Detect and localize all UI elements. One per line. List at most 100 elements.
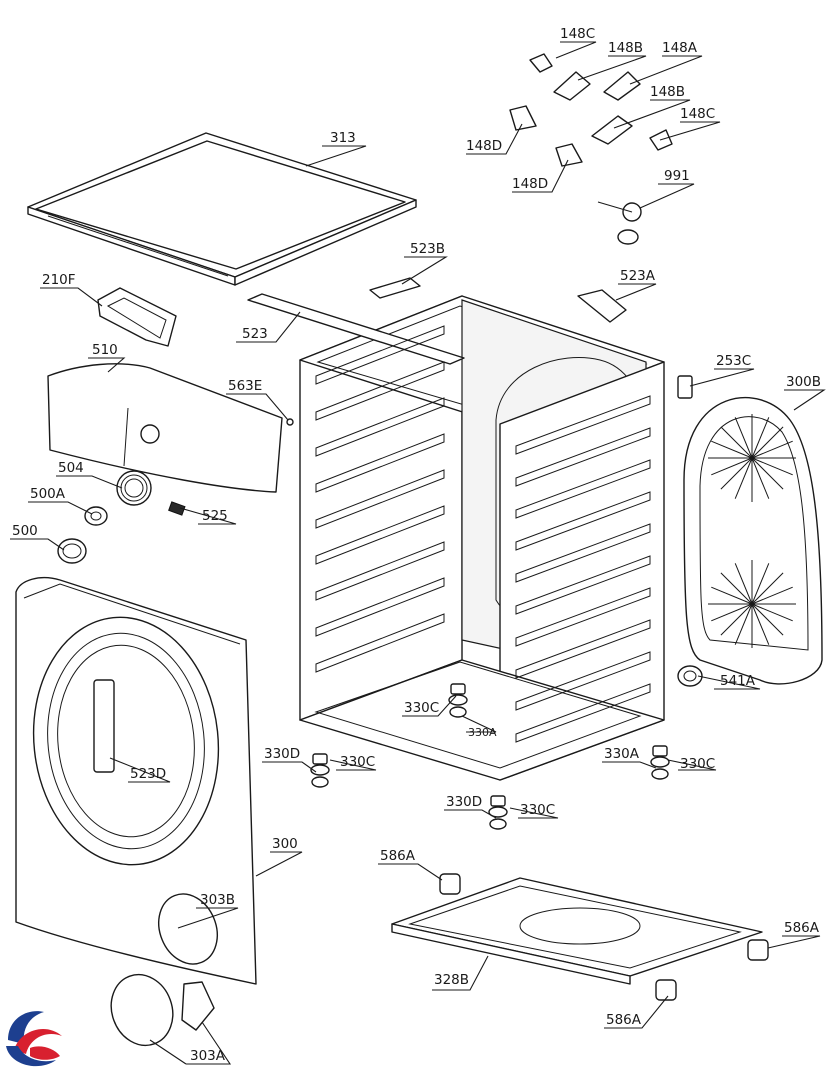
rib-line: [515, 619, 651, 679]
spoke-line: [711, 603, 753, 622]
spoke-line: [751, 417, 770, 459]
rib-line: [515, 555, 651, 615]
label-523B: 523B: [410, 241, 445, 257]
rib-line: [315, 613, 445, 673]
label-300: 300: [272, 836, 298, 852]
rib-line: [315, 541, 445, 601]
rib-line: [515, 651, 651, 711]
label-330A: 330A: [468, 726, 497, 739]
feet-group: [310, 683, 670, 830]
label-148D: 148D: [512, 176, 548, 192]
foot-nut: [448, 694, 468, 706]
rib-line: [515, 523, 651, 583]
label-210F: 210F: [42, 272, 76, 288]
label-328B: 328B: [434, 972, 469, 988]
label-330C: 330C: [340, 754, 375, 770]
label-253C: 253C: [716, 353, 751, 369]
door-frame-spokes: [708, 414, 796, 648]
foot-nut: [310, 764, 330, 776]
rib-line: [515, 395, 651, 455]
button-part: [168, 501, 186, 516]
spoke-line: [751, 457, 784, 490]
rib-line: [515, 459, 651, 519]
part-labels: 148C 148B 148A 148B 148C 148D 148D 991 3…: [12, 26, 821, 1064]
label-330D: 330D: [446, 794, 482, 810]
label-148B: 148B: [650, 84, 685, 100]
spoke-line: [751, 426, 784, 459]
label-148A: 148A: [662, 40, 698, 56]
spoke-line: [751, 563, 770, 605]
label-510: 510: [92, 342, 118, 358]
rib-line: [515, 427, 651, 487]
screw-part: [286, 418, 294, 426]
label-500: 500: [12, 523, 38, 539]
label-330C: 330C: [680, 756, 715, 772]
selector-knob-part: [116, 470, 152, 506]
label-330D: 330D: [264, 746, 300, 762]
rib-line: [315, 433, 445, 493]
seal-ring-part: [677, 665, 703, 687]
base-plate-part: [391, 877, 763, 985]
label-148D: 148D: [466, 138, 502, 154]
label-991: 991: [664, 168, 690, 184]
front-panel-part: [15, 576, 257, 985]
top-panel-part: [27, 132, 417, 286]
label-541A: 541A: [720, 673, 756, 689]
rib-line: [515, 683, 651, 743]
label-313: 313: [330, 130, 356, 146]
rib-line: [315, 505, 445, 565]
rear-door-frame-part: [683, 397, 823, 685]
label-330C: 330C: [520, 802, 555, 818]
rib-line: [515, 491, 651, 551]
cabinet-body-part: [247, 293, 665, 781]
label-330C: 330C: [404, 700, 439, 716]
foot-base: [311, 776, 329, 788]
foot-nut: [650, 756, 670, 768]
rib-line: [315, 469, 445, 529]
brand-logo-icon: [6, 1011, 62, 1067]
spoke-line: [734, 563, 753, 605]
label-586A: 586A: [606, 1012, 642, 1028]
rib-line: [315, 397, 445, 457]
foot-cap: [490, 795, 506, 807]
foot-cap: [652, 745, 668, 757]
foot-base: [489, 818, 507, 830]
spoke-line: [711, 440, 753, 459]
label-148C: 148C: [680, 106, 715, 122]
label-303B: 303B: [200, 892, 235, 908]
label-525: 525: [202, 508, 228, 524]
rib-line: [315, 325, 445, 385]
rib-line: [315, 361, 445, 421]
label-586A: 586A: [380, 848, 416, 864]
label-586A: 586A: [784, 920, 820, 936]
foot-base: [449, 706, 467, 718]
knob-cap-part: [57, 538, 87, 564]
rib-line: [315, 577, 445, 637]
label-523D: 523D: [130, 766, 166, 782]
control-panel-part: [47, 363, 283, 493]
label-504: 504: [58, 460, 84, 476]
label-500A: 500A: [30, 486, 66, 502]
foot-nut: [488, 806, 508, 818]
spoke-line: [711, 586, 753, 605]
label-563E: 563E: [228, 378, 262, 394]
spoke-line: [751, 586, 793, 605]
label-300B: 300B: [786, 374, 821, 390]
filter-flap-part: [110, 973, 215, 1047]
spoke-line: [720, 426, 753, 459]
leader-lines: [10, 41, 826, 1065]
label-148C: 148C: [560, 26, 595, 42]
hinge-clip-part: [677, 375, 693, 399]
spoke-line: [720, 603, 753, 636]
top-brackets-group: [369, 277, 627, 323]
detergent-handle-part: [97, 287, 177, 347]
spoke-line: [734, 603, 753, 645]
valve-parts-group: [509, 53, 673, 245]
spoke-line: [720, 572, 753, 605]
knob-insert-part: [84, 506, 108, 526]
spoke-line: [734, 417, 753, 459]
foot-base: [651, 768, 669, 780]
label-303A: 303A: [190, 1048, 226, 1064]
spoke-line: [751, 457, 793, 476]
